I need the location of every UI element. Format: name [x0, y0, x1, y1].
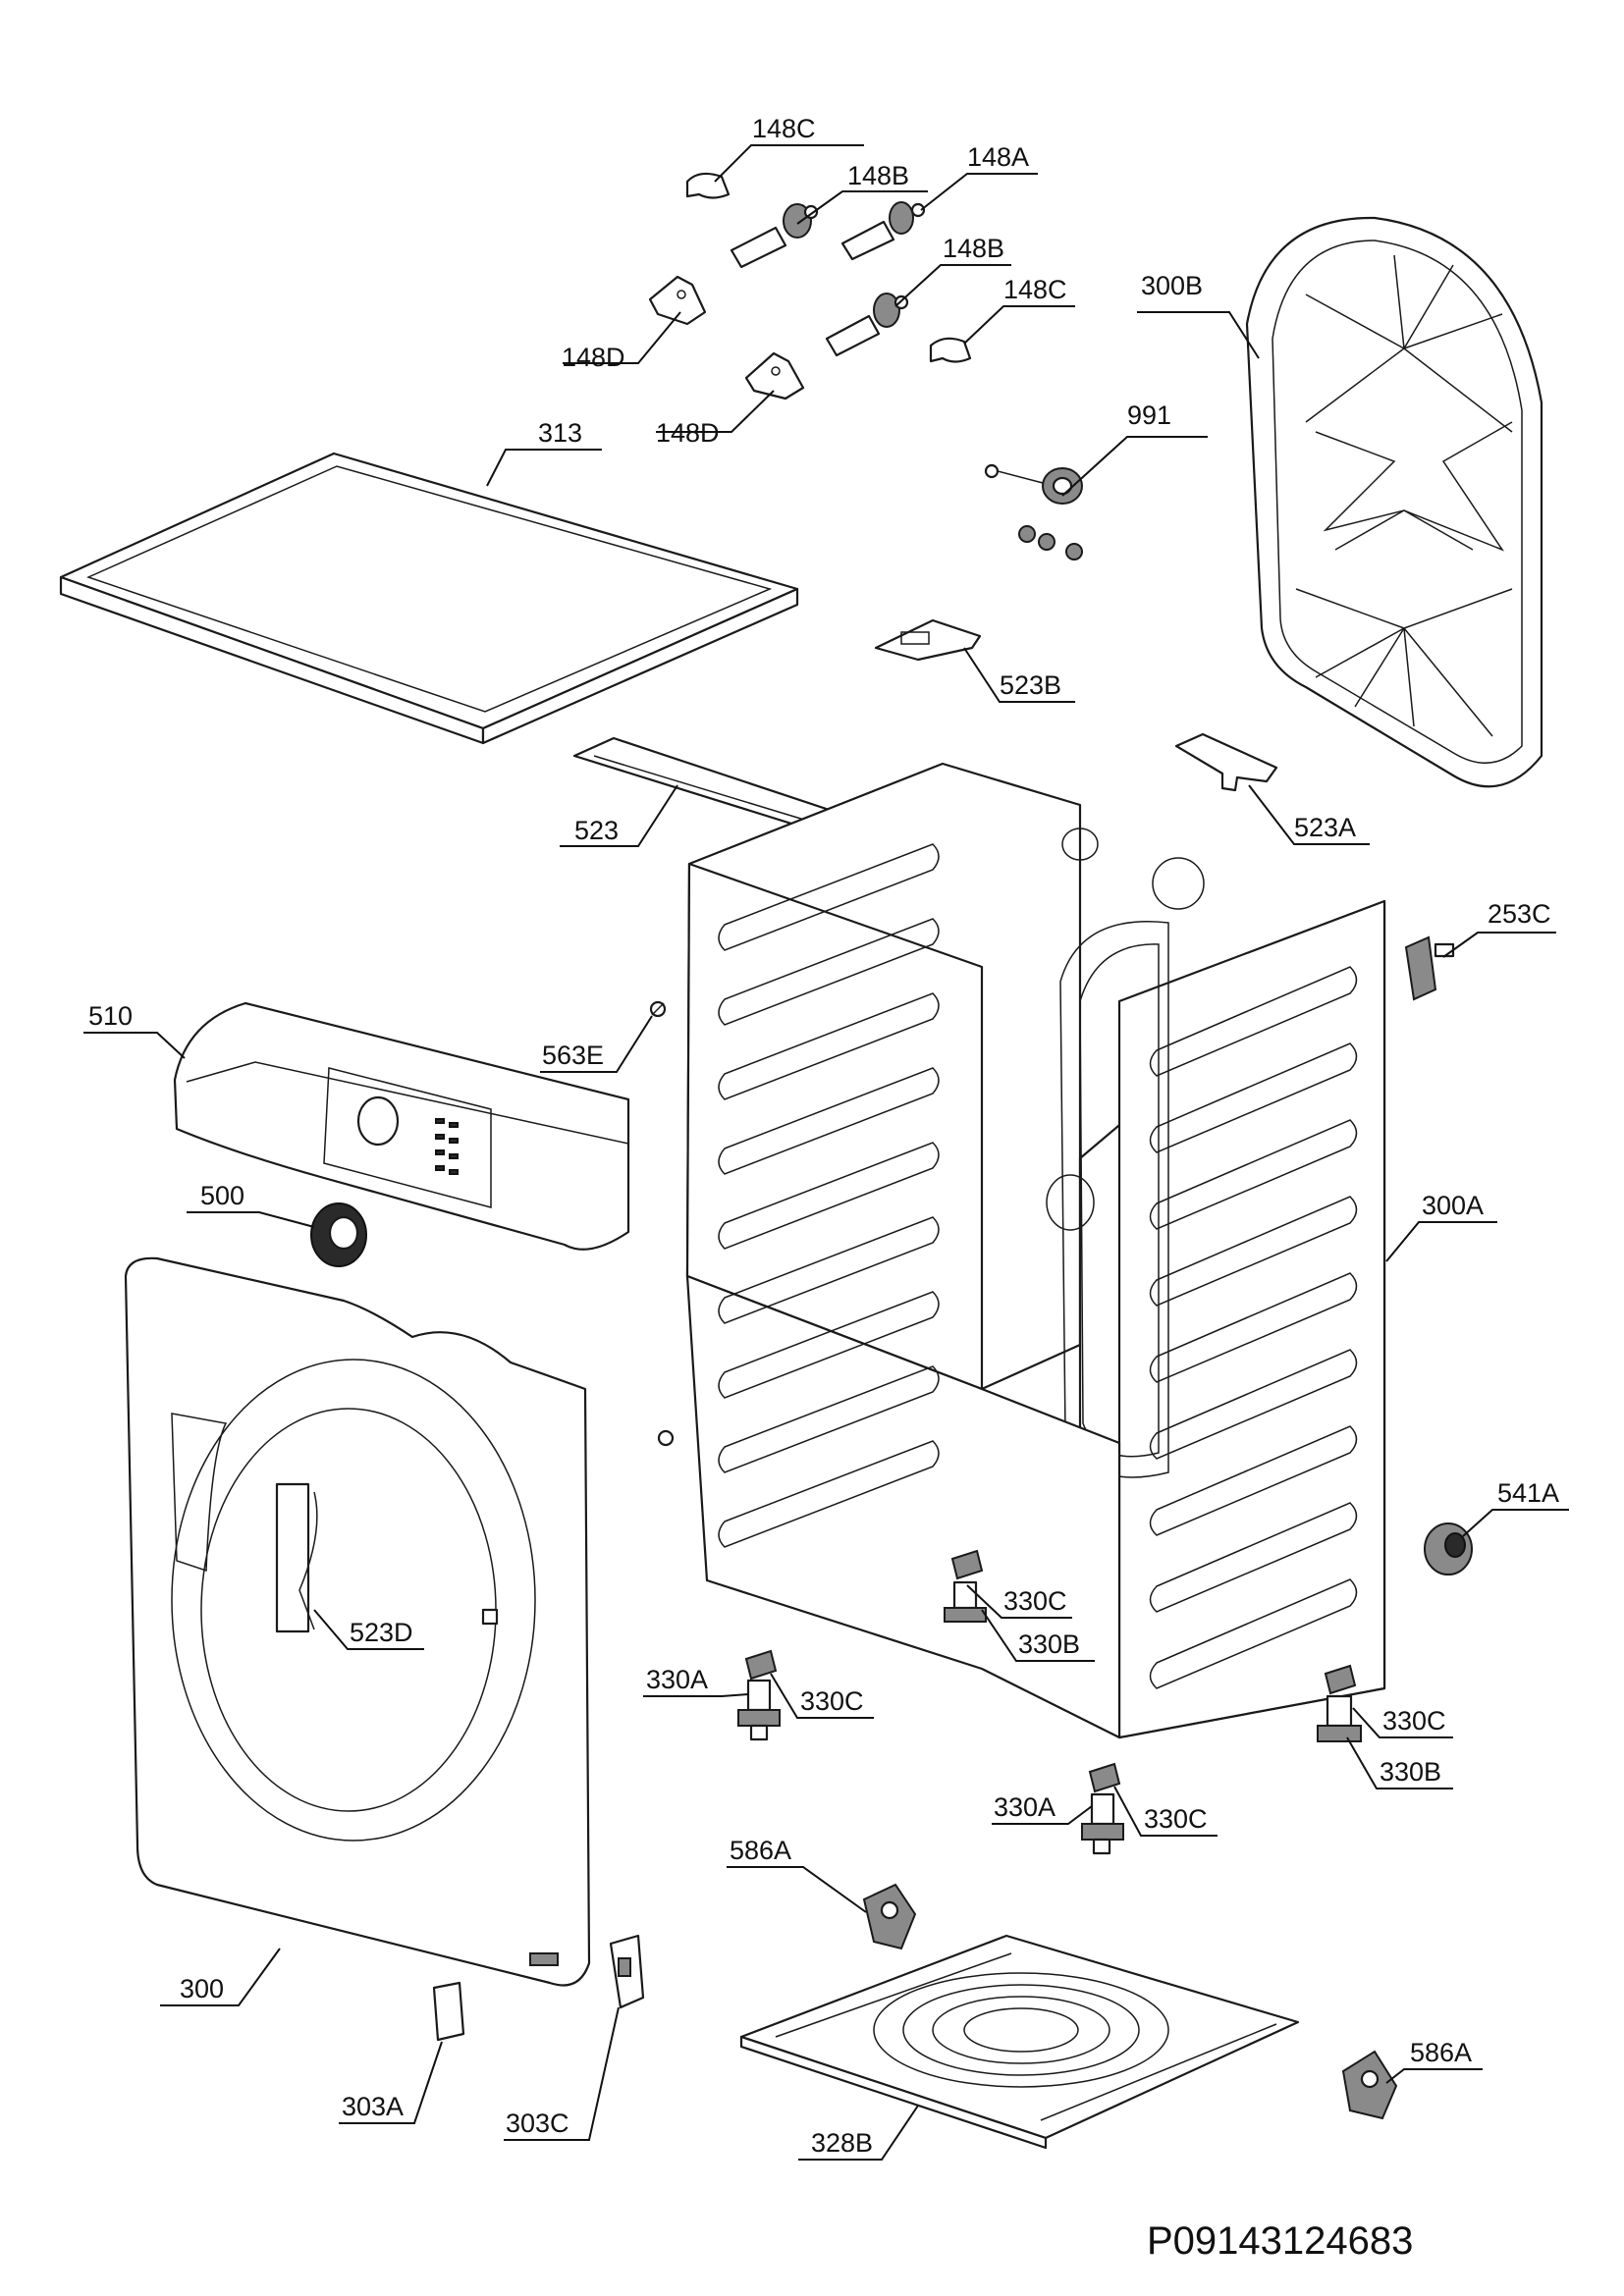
control-panel-indicators [435, 1118, 459, 1175]
callout-148c-lower: 148C [1003, 275, 1067, 304]
cabinet-left-slots [718, 843, 940, 1548]
door-lock-303c [609, 1934, 645, 2009]
bracket-586a-upper [862, 1883, 917, 1950]
hinge-bracket-148d-upper [648, 275, 707, 326]
callout-148b-upper: 148B [847, 161, 909, 190]
callout-300b: 300B [1141, 271, 1203, 300]
callout-148c-upper: 148C [752, 114, 816, 143]
screw-563e [649, 1000, 667, 1018]
bracket-586a-lower [1341, 2050, 1398, 2120]
callout-330c-right: 330C [1382, 1706, 1446, 1735]
callout-523b: 523B [1000, 670, 1061, 700]
callout-313: 313 [538, 418, 582, 448]
callout-148d-lower: 148D [656, 418, 720, 448]
front-panel-300 [124, 1256, 591, 1987]
callout-330a-left: 330A [646, 1665, 708, 1694]
callout-541a: 541A [1497, 1478, 1559, 1508]
foot-assembly-330-center [944, 1549, 987, 1623]
door-lock-cover-303a [432, 1981, 465, 2042]
callout-523d: 523D [350, 1618, 413, 1647]
base-plate-328b [739, 1934, 1300, 2150]
callout-148a: 148A [967, 142, 1029, 172]
hinge-clip-148c-upper [685, 172, 731, 199]
top-panel-313 [59, 452, 799, 745]
callout-510: 510 [88, 1001, 133, 1031]
callout-330b-center: 330B [1018, 1629, 1080, 1659]
callout-330c-center: 330C [1003, 1586, 1067, 1616]
hinge-pin-148b-lower [825, 293, 909, 357]
hinge-bracket-148d-lower [744, 351, 805, 400]
drawing-code: P09143124683 [1147, 2219, 1413, 2263]
callout-300: 300 [180, 1974, 224, 2003]
foot-assembly-330-right [1317, 1664, 1362, 1742]
callout-991: 991 [1127, 400, 1171, 430]
bracket-523b [874, 618, 982, 662]
callout-586a-upper: 586A [730, 1836, 791, 1865]
callout-563e: 563E [542, 1041, 604, 1070]
callout-330c-front: 330C [1144, 1804, 1208, 1834]
cable-grommet-991 [984, 463, 1083, 561]
knob-500 [310, 1202, 367, 1267]
hinge-clip-148c-lower [929, 337, 972, 363]
foot-assembly-330-left [737, 1649, 781, 1741]
leader-lines [83, 144, 1569, 2161]
callout-523: 523 [574, 816, 619, 845]
callout-300a: 300A [1422, 1191, 1484, 1220]
callout-586a-lower: 586A [1410, 2038, 1472, 2067]
callout-148b-lower: 148B [943, 234, 1004, 263]
callout-500: 500 [200, 1181, 244, 1210]
hinge-pin-148b-upper [730, 203, 819, 269]
control-panel-510 [173, 1001, 630, 1251]
callout-253c: 253C [1488, 899, 1551, 929]
foot-assembly-330-front [1081, 1762, 1124, 1855]
callout-303a: 303A [342, 2092, 404, 2121]
rear-cover-300b [1245, 216, 1543, 788]
callout-328b: 328B [811, 2128, 873, 2158]
screw-563e-lower [657, 1429, 675, 1447]
bracket-523a [1174, 732, 1278, 792]
nut-541a [1424, 1522, 1473, 1575]
callout-523a: 523A [1294, 813, 1356, 842]
cabinet-right-slots [1149, 966, 1358, 1689]
callout-labels: 148C 148B 148A 148B 148C 148D 148D 300B … [88, 114, 1559, 2158]
hinge-pin-148a [840, 201, 926, 261]
cabinet-300a [685, 762, 1386, 1739]
callout-330a-front: 330A [994, 1792, 1056, 1822]
callout-303c: 303C [506, 2109, 569, 2138]
callout-148d-upper: 148D [562, 343, 625, 372]
bracket-253c [1404, 935, 1455, 1001]
callout-330c-left: 330C [800, 1686, 864, 1716]
callout-330b-right: 330B [1380, 1757, 1441, 1787]
